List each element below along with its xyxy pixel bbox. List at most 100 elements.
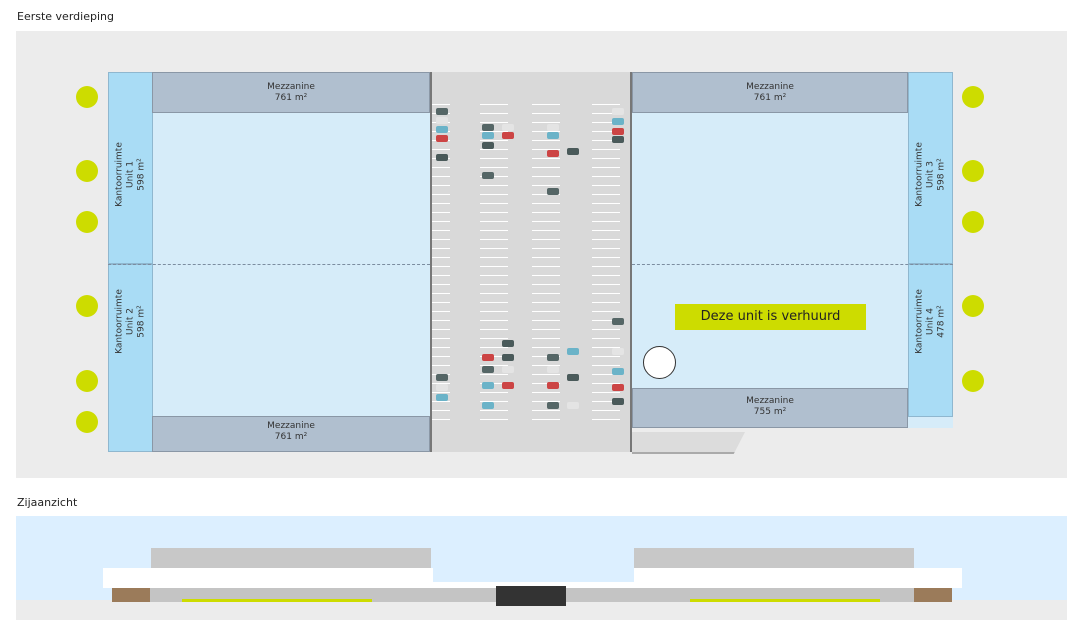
parking-line (592, 167, 620, 168)
parked-car (612, 108, 624, 115)
parking-line (432, 356, 450, 357)
tree-dot (962, 160, 984, 182)
parking-line (480, 374, 508, 375)
parking-line (592, 392, 620, 393)
parking-line (592, 257, 620, 258)
parking-line (592, 122, 620, 123)
location-marker[interactable] (643, 346, 676, 379)
parking-area (430, 72, 632, 452)
parked-car (612, 318, 624, 325)
parking-line (592, 374, 620, 375)
parked-car (482, 382, 494, 389)
parking-line (592, 419, 620, 420)
ramp (632, 432, 745, 454)
parking-line (480, 113, 508, 114)
parking-line (432, 293, 450, 294)
parking-line (532, 347, 560, 348)
parked-car (502, 132, 514, 139)
parking-line (432, 194, 450, 195)
parking-line (480, 131, 508, 132)
parking-line (532, 149, 560, 150)
parking-line (432, 275, 450, 276)
parking-line (592, 239, 620, 240)
parking-line (532, 266, 560, 267)
parking-line (480, 248, 508, 249)
parking-line (532, 203, 560, 204)
parking-line (432, 329, 450, 330)
parked-car (436, 384, 448, 391)
parking-line (532, 374, 560, 375)
parking-line (432, 239, 450, 240)
parking-line (432, 320, 450, 321)
unit-3-4-hall[interactable] (632, 72, 953, 428)
parking-line (480, 257, 508, 258)
parking-line (480, 383, 508, 384)
parking-line (592, 149, 620, 150)
parked-car (436, 117, 448, 124)
parking-line (480, 203, 508, 204)
parking-line (480, 158, 508, 159)
parking-line (532, 221, 560, 222)
parking-line (480, 284, 508, 285)
parking-line (532, 122, 560, 123)
parking-line (592, 338, 620, 339)
parked-car (567, 402, 579, 409)
parked-car (502, 124, 514, 131)
parking-line (432, 419, 450, 420)
tree-dot (962, 86, 984, 108)
parking-line (532, 194, 560, 195)
parking-line (480, 122, 508, 123)
parking-line (480, 338, 508, 339)
parking-line (532, 113, 560, 114)
parking-line (432, 383, 450, 384)
floor-plan-title: Eerste verdieping (17, 10, 114, 23)
parking-line (592, 284, 620, 285)
parking-line (592, 131, 620, 132)
parking-line (592, 248, 620, 249)
parking-line (432, 338, 450, 339)
tree-dot (76, 295, 98, 317)
parking-line (592, 365, 620, 366)
parking-line (432, 230, 450, 231)
parked-car (547, 188, 559, 195)
parked-car (436, 108, 448, 115)
parking-line (592, 104, 620, 105)
parking-line (592, 266, 620, 267)
parked-car (547, 132, 559, 139)
parking-line (592, 158, 620, 159)
parking-line (432, 302, 450, 303)
parking-line (432, 365, 450, 366)
parking-line (592, 356, 620, 357)
parked-car (482, 402, 494, 409)
parking-line (432, 167, 450, 168)
parking-line (532, 419, 560, 420)
parked-car (547, 366, 559, 373)
unit-1-2-hall[interactable] (108, 72, 430, 452)
parking-line (532, 320, 560, 321)
parking-line (432, 248, 450, 249)
parked-car (547, 124, 559, 131)
parking-line (532, 338, 560, 339)
tree-dot (962, 211, 984, 233)
parked-car (436, 154, 448, 161)
parking-line (432, 221, 450, 222)
parking-line (480, 194, 508, 195)
parking-line (532, 365, 560, 366)
parking-line (480, 140, 508, 141)
parking-line (532, 401, 560, 402)
parking-line (532, 239, 560, 240)
parked-car (482, 132, 494, 139)
parked-car (612, 368, 624, 375)
parking-line (592, 194, 620, 195)
parking-line (480, 104, 508, 105)
parked-car (502, 340, 514, 347)
parking-line (592, 212, 620, 213)
